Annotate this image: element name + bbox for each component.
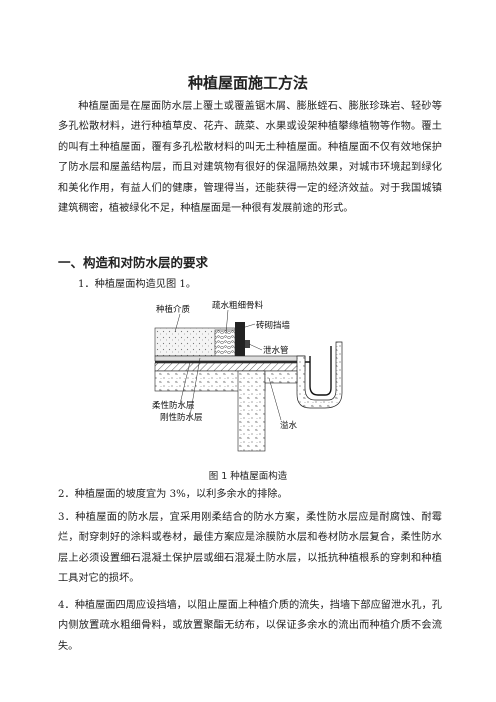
intro-text: 种植屋面是在屋面防水层上覆土或覆盖锯木屑、膨胀蛭石、膨胀珍珠岩、轻砂等多孔松散材…	[58, 101, 442, 215]
label-drain-pipe: 泄水管	[263, 345, 289, 356]
label-flexible-layer: 柔性防水层	[152, 400, 195, 411]
roof-construction-figure: 种植介质 疏水粗细骨料 砖砌挡墙 泄水管 柔性防水层 刚性防水层 溢水	[152, 300, 343, 452]
intro-paragraph: 种植屋面是在屋面防水层上覆土或覆盖锯木屑、膨胀蛭石、膨胀珍珠岩、轻砂等多孔松散材…	[58, 97, 442, 219]
item-2-text: 2．种植屋面的坡度宜为 3%，以利多余水的排除。	[58, 489, 288, 500]
label-overflow: 溢水	[280, 420, 298, 431]
item-3-text: 3．种植屋面的防水层，宜采用刚柔结合的防水方案，柔性防水层应是耐腐蚀、耐霉烂，耐…	[58, 512, 442, 585]
label-planting-medium: 种植介质	[156, 304, 191, 315]
item-4-text: 4．种植屋面四周应设挡墙，以阻止屋面上种植介质的流失，挡墙下部应留泄水孔，孔内侧…	[58, 600, 442, 652]
support-wall	[237, 370, 266, 452]
item-1: 1．种植屋面构造见图 1。	[78, 279, 197, 290]
insulation-layer	[154, 362, 306, 372]
item-4: 4．种植屋面四周应设挡墙，以阻止屋面上种植介质的流失，挡墙下部应留泄水孔，孔内侧…	[58, 596, 442, 657]
section-heading: 一、构造和对防水层的要求	[58, 255, 209, 270]
label-drainage-aggregate: 疏水粗细骨料	[212, 300, 264, 311]
label-brick-wall: 砖砌挡墙	[256, 320, 291, 331]
brick-wall	[235, 322, 245, 356]
drainage-aggregate-layer	[214, 329, 236, 357]
item-3: 3．种植屋面的防水层，宜采用刚柔结合的防水方案，柔性防水层应是耐腐蚀、耐霉烂，耐…	[58, 508, 442, 590]
label-rigid-layer: 刚性防水层	[160, 412, 203, 423]
drain-pipe	[245, 340, 250, 348]
overflow-leader	[268, 377, 282, 421]
figure-caption: 图 1 种植屋面构造	[208, 471, 288, 482]
item-2: 2．种植屋面的坡度宜为 3%，以利多余水的排除。	[58, 485, 442, 505]
rigid-layer	[154, 355, 306, 362]
page-title: 种植屋面施工方法	[187, 74, 308, 92]
gutter	[296, 341, 343, 409]
